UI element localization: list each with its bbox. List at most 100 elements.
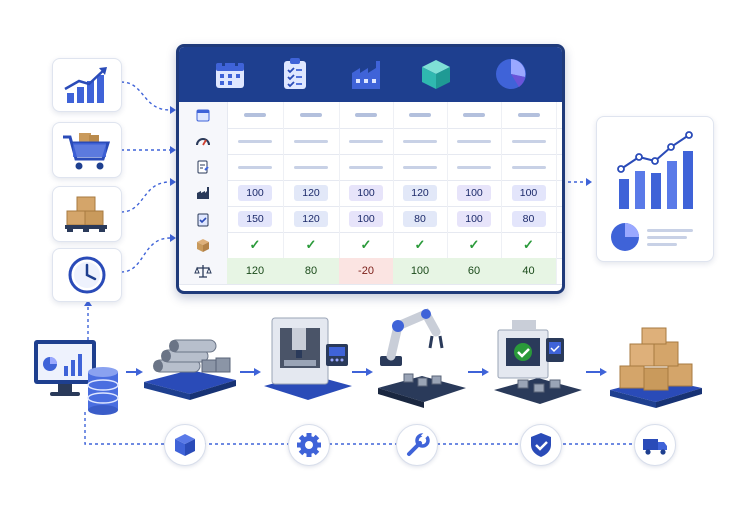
raw-materials-pallet <box>140 330 240 402</box>
stacked-boxes-icon <box>65 196 107 232</box>
balance-cell: 100 <box>393 258 448 284</box>
placeholder-line <box>339 128 394 154</box>
cell-value: 120 <box>294 185 328 202</box>
cell-value: 150 <box>238 211 272 228</box>
placeholder-dash <box>283 102 340 128</box>
table-cell: 120 <box>393 180 448 206</box>
table-cell: 80 <box>393 206 448 232</box>
cube-icon <box>422 60 450 89</box>
robot-arm-icon <box>378 308 466 408</box>
placeholder-dash <box>447 102 502 128</box>
cnc-machine <box>262 314 356 404</box>
placeholder-line <box>393 128 448 154</box>
balance-cell: 60 <box>447 258 502 284</box>
card-inventory-stock <box>52 186 122 242</box>
checklist-icon <box>284 58 306 89</box>
card-shopping-demand <box>52 122 122 178</box>
table-cell: 120 <box>283 206 340 232</box>
clipboard-check-icon <box>179 206 228 232</box>
output-report-card <box>596 116 714 262</box>
gauge-icon <box>179 128 228 154</box>
placeholder-line <box>501 128 557 154</box>
table-cell: 100 <box>227 180 284 206</box>
pie-chart-icon <box>496 59 526 89</box>
placeholder-dash <box>501 102 557 128</box>
balance-cell: 80 <box>283 258 340 284</box>
bottom-gear-badge <box>288 424 330 466</box>
cell-value: 100 <box>457 211 491 228</box>
table-row: ✓✓✓✓✓✓ <box>179 232 562 259</box>
database-icon <box>87 367 119 415</box>
cell-value: 100 <box>349 185 383 202</box>
calendar-icon <box>179 102 228 128</box>
steel-pipes-icon <box>144 339 236 400</box>
wrench-icon <box>407 431 430 456</box>
robotic-assembly <box>374 304 470 410</box>
computer-monitor-icon <box>34 340 119 415</box>
gear-icon <box>297 433 321 457</box>
inspection-station-icon <box>494 320 582 404</box>
table-cell: 100 <box>339 180 394 206</box>
table-cell: 80 <box>501 206 557 232</box>
shopping-cart-icon <box>63 133 111 170</box>
bottom-cube-badge <box>164 424 206 466</box>
check-icon: ✓ <box>393 232 448 258</box>
scale-icon <box>179 258 228 284</box>
check-icon: ✓ <box>447 232 502 258</box>
placeholder-line <box>227 154 284 180</box>
document-edit-icon <box>179 154 228 180</box>
shield-check-icon <box>531 433 551 457</box>
cell-value: 80 <box>403 211 437 228</box>
placeholder-line <box>447 128 502 154</box>
report-bar-chart <box>611 131 693 251</box>
placeholder-line <box>501 154 557 180</box>
table-row <box>179 128 562 155</box>
placeholder-line <box>283 154 340 180</box>
placeholder-line <box>393 154 448 180</box>
factory-icon <box>179 180 228 206</box>
placeholder-dash <box>339 102 394 128</box>
table-header-bar <box>179 47 562 102</box>
bottom-truck-badge <box>634 424 676 466</box>
card-lead-time <box>52 248 122 302</box>
table-row <box>179 102 562 129</box>
cell-value: 120 <box>403 185 437 202</box>
delivery-truck-icon <box>643 439 667 455</box>
placeholder-dash <box>393 102 448 128</box>
finished-goods-pallet <box>606 326 706 410</box>
table-cell: 100 <box>501 180 557 206</box>
finished-boxes-icon <box>610 327 702 408</box>
bar-chart-trend-icon <box>64 67 107 103</box>
card-sales-trend <box>52 58 122 112</box>
table-cell: 100 <box>447 180 502 206</box>
placeholder-line <box>339 154 394 180</box>
cell-value: 100 <box>238 185 272 202</box>
cell-value: 100 <box>457 185 491 202</box>
factory-icon <box>352 61 380 89</box>
table-row <box>179 154 562 181</box>
erp-workstation <box>30 336 130 416</box>
table-row: 100 120 100 120 100 100 <box>179 180 562 207</box>
table-cell: 100 <box>447 206 502 232</box>
clock-icon <box>68 256 106 294</box>
calendar-icon <box>216 59 244 88</box>
cube-icon <box>175 434 195 456</box>
cell-value: 100 <box>511 185 546 202</box>
balance-cell: 40 <box>501 258 557 284</box>
bottom-wrench-badge <box>396 424 438 466</box>
placeholder-dash <box>227 102 284 128</box>
check-icon: ✓ <box>227 232 284 258</box>
balance-cell: -20 <box>339 258 394 284</box>
cell-value: 80 <box>511 211 546 228</box>
bottom-shield-badge <box>520 424 562 466</box>
placeholder-line <box>447 154 502 180</box>
table-cell: 120 <box>283 180 340 206</box>
table-cell: 150 <box>227 206 284 232</box>
check-icon: ✓ <box>501 232 557 258</box>
cell-value: 120 <box>294 211 328 228</box>
